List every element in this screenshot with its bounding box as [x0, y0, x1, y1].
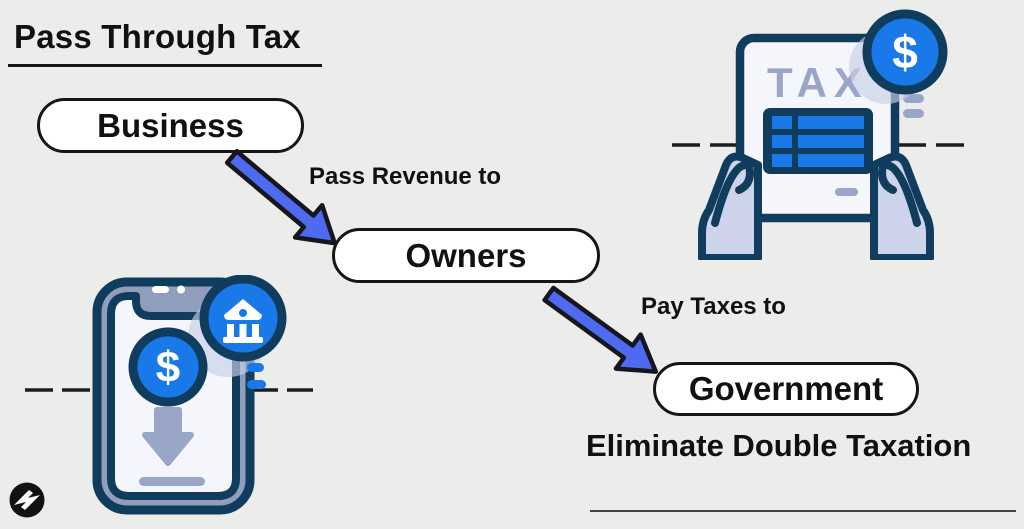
- home-bar: [139, 477, 205, 486]
- node-owners-label: Owners: [405, 236, 527, 274]
- node-business-label: Business: [97, 106, 244, 144]
- node-owners: Owners: [332, 228, 600, 283]
- svg-text:$: $: [156, 343, 180, 392]
- bank-icon: [199, 275, 287, 362]
- edge-label-pay-taxes: Pay Taxes to: [641, 293, 786, 320]
- node-government-label: Government: [688, 370, 884, 407]
- left-hand: [698, 152, 762, 260]
- bottom-divider: [590, 510, 1016, 512]
- paper-detail-dash: [835, 188, 858, 196]
- node-government: Government: [653, 362, 919, 416]
- tax-table: [763, 108, 873, 174]
- dollar-coin-icon: $: [128, 327, 208, 407]
- right-hand: [870, 152, 934, 260]
- svg-text:$: $: [892, 26, 918, 78]
- footnote-eliminate-double-taxation: Eliminate Double Taxation: [586, 428, 972, 463]
- detail-dashes: [247, 363, 266, 389]
- dollar-coin-icon: $: [849, 9, 948, 104]
- page-title: Pass Through Tax: [14, 18, 301, 55]
- phone-speaker: [152, 285, 185, 294]
- mobile-banking-phone-illustration: $: [25, 275, 313, 515]
- download-arrow-icon: [142, 407, 194, 466]
- arrow-business-to-owners-icon: [224, 149, 337, 246]
- edge-label-pass-revenue: Pass Revenue to: [309, 163, 502, 190]
- hands-holding-tax-form-illustration: TAX $: [672, 9, 964, 260]
- tax-label: TAX: [767, 59, 869, 106]
- node-business: Business: [37, 98, 304, 153]
- bolt-logo: [9, 482, 45, 518]
- title-underline: [8, 64, 322, 67]
